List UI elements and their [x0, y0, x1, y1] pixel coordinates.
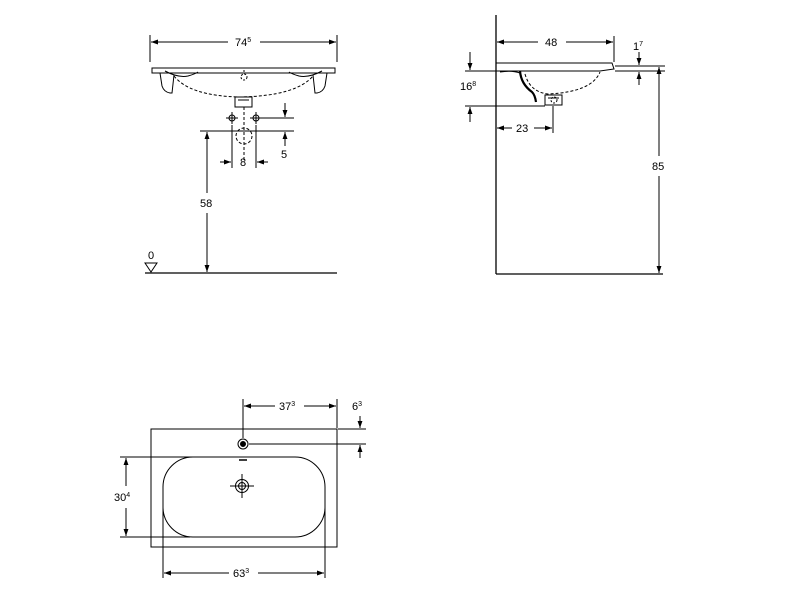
tap-hole: [237, 438, 249, 450]
front-view: [144, 35, 338, 274]
floor-level-label: 0: [148, 250, 154, 262]
top-view-labels: 373 63 304 633: [114, 401, 362, 580]
basin-front-outline: [151, 67, 336, 108]
side-bowl-height-label: 168: [460, 81, 476, 93]
front-width-label: 745: [235, 37, 251, 49]
front-height-label: 58: [200, 198, 212, 210]
top-view: [120, 399, 366, 578]
front-view-labels: 745 5 8 58 0: [148, 37, 287, 262]
side-depth-label: 48: [545, 37, 557, 49]
basin-side-outline: [496, 62, 615, 106]
side-drain-offset-label: 23: [516, 123, 528, 135]
basin-top-outline: [150, 428, 338, 548]
top-edge-offset-label: 63: [352, 401, 362, 413]
front-drain-offset-label: 5: [281, 149, 287, 161]
top-bowl-depth-label: 304: [114, 492, 130, 504]
level-marker-icon: [144, 262, 158, 273]
side-view-labels: 48 17 168 23 85: [460, 37, 664, 173]
connection-symbols: [226, 107, 262, 160]
top-tap-offset-label: 373: [279, 401, 295, 413]
side-total-height-label: 85: [652, 161, 664, 173]
side-view: [465, 15, 665, 275]
front-spacing-label: 8: [240, 157, 246, 169]
side-rim-label: 17: [633, 41, 643, 53]
top-bowl-width-label: 633: [233, 568, 249, 580]
bowl-outline: [162, 456, 326, 538]
